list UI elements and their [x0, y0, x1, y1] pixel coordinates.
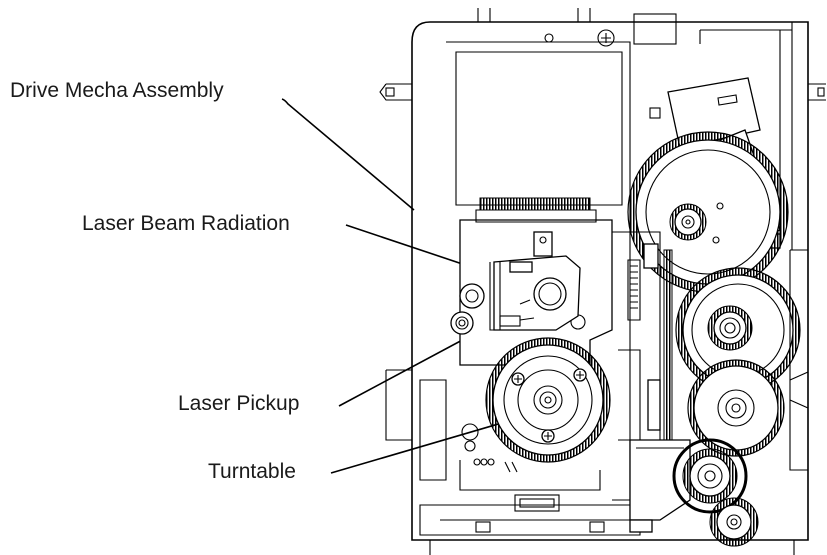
- label-turntable: Turntable: [208, 460, 296, 483]
- right-gears: [675, 249, 809, 471]
- chassis-frame: [379, 8, 826, 555]
- feed-rack: [612, 231, 673, 501]
- laser-pickup-unit: [489, 255, 581, 331]
- leader-turntable: [330, 419, 513, 474]
- label-drive-mecha-assembly: Drive Mecha Assembly: [10, 79, 224, 102]
- bottom-gears: [629, 438, 759, 547]
- label-laser-pickup: Laser Pickup: [178, 392, 299, 415]
- turntable-unit: [459, 337, 611, 491]
- leader-drive-mecha: [281, 98, 415, 211]
- label-laser-beam-radiation: Laser Beam Radiation: [82, 212, 290, 235]
